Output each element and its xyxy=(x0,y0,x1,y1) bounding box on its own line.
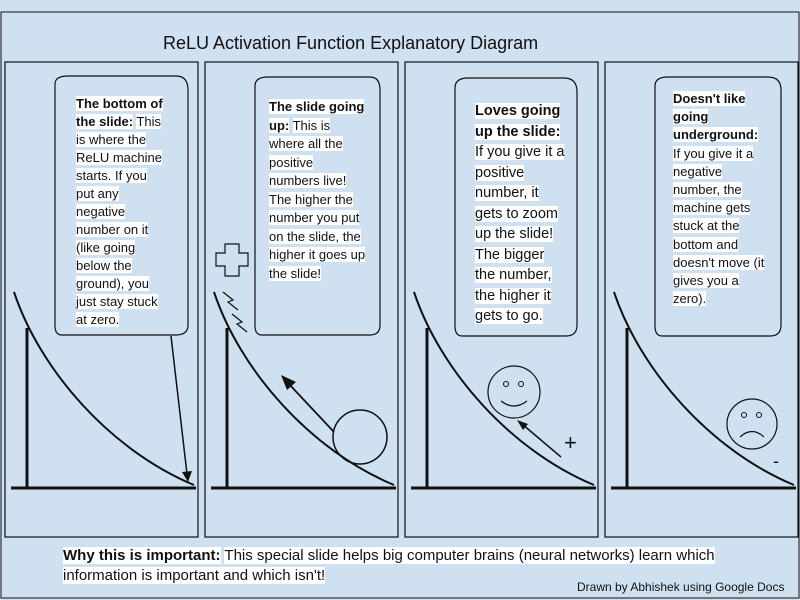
footer-note: Why this is important: This special slid… xyxy=(63,546,773,586)
panel-3-body: If you give it a positive number, it get… xyxy=(475,144,565,324)
slide-curve xyxy=(213,291,395,486)
pointer-arrow-head xyxy=(182,471,192,482)
panel-frame-2 xyxy=(204,61,399,538)
panel-1-body: This is where the ReLU machine starts. I… xyxy=(76,114,162,327)
motion-arrow-line xyxy=(287,382,335,433)
spark-icon xyxy=(222,291,239,311)
motion-arrow-head xyxy=(517,420,528,430)
sad-face-icon xyxy=(726,398,778,450)
minus-sign-label: - xyxy=(773,451,779,471)
slide-curve xyxy=(613,291,795,486)
panel-3-heading: Loves going up the slide: xyxy=(475,103,561,140)
panel-frame-1 xyxy=(4,61,199,538)
outer-frame xyxy=(0,11,800,599)
panel-4-heading: Doesn't like going underground: xyxy=(673,91,759,143)
panel-frame-4 xyxy=(604,61,799,538)
ball-icon xyxy=(332,409,388,465)
plus-icon xyxy=(215,243,249,277)
slide-curve xyxy=(413,291,595,486)
spark-icon xyxy=(231,313,248,333)
panel-1-text: The bottom of the slide: This is where t… xyxy=(76,95,168,329)
motion-arrow-head xyxy=(281,375,296,390)
happy-face-icon xyxy=(487,365,541,419)
panel-2-text: The slide going up: This is where all th… xyxy=(269,98,366,283)
panel-2-body: This is where all the positive numbers l… xyxy=(269,117,366,281)
footer-bold: Why this is important: xyxy=(63,547,221,564)
credit-line: Drawn by Abhishek using Google Docs xyxy=(577,580,785,594)
panel-4-body: If you give it a negative number, the ma… xyxy=(673,145,765,307)
panel-3-text: Loves going up the slide: If you give it… xyxy=(475,101,565,327)
plus-sign-label: + xyxy=(564,430,577,455)
panel-frame-3 xyxy=(404,61,599,538)
panel-4-text: Doesn't like going underground: If you g… xyxy=(673,90,769,308)
motion-arrow-line xyxy=(521,423,562,458)
pointer-arrow-line xyxy=(170,335,188,475)
slide-curve xyxy=(13,291,195,486)
page-title: ReLU Activation Function Explanatory Dia… xyxy=(163,33,539,53)
